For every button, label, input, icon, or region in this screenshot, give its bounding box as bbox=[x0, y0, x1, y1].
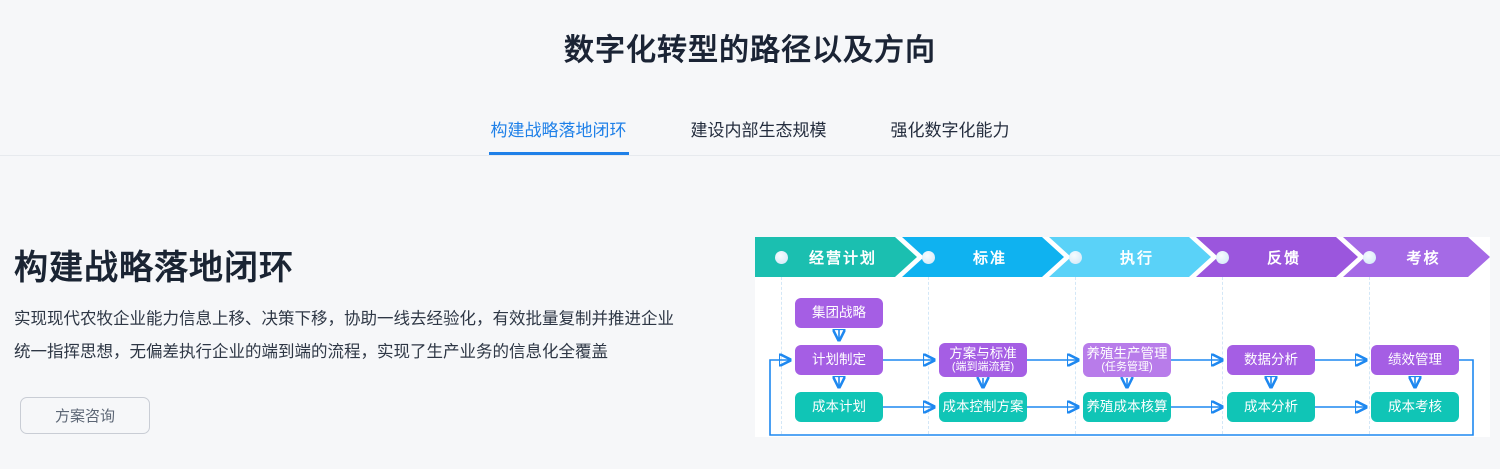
column-guide-line bbox=[928, 267, 929, 434]
flow-box-cost-analysis: 成本分析 bbox=[1227, 392, 1315, 422]
flow-box-label: 成本考核 bbox=[1388, 399, 1442, 415]
flow-box-cost-plan: 成本计划 bbox=[795, 392, 883, 422]
stage-label: 标准 bbox=[972, 249, 1007, 267]
flow-box-cost-control: 成本控制方案 bbox=[939, 392, 1027, 422]
column-guide-line bbox=[1369, 267, 1370, 434]
section-description: 实现现代农牧企业能力信息上移、决策下移，协助一线去经验化，有效批量复制并推进企业… bbox=[14, 303, 704, 369]
stage-label: 经营计划 bbox=[808, 249, 877, 267]
flow-box-breeding-cost: 养殖成本核算 bbox=[1083, 392, 1171, 422]
flow-box-label: 数据分析 bbox=[1244, 352, 1298, 368]
flow-box-sublabel: (任务管理) bbox=[1101, 361, 1153, 374]
flow-box-label: 集团战略 bbox=[812, 305, 866, 321]
stage-label: 反馈 bbox=[1266, 249, 1301, 267]
stage-chevron-plan: 经营计划 bbox=[755, 237, 917, 277]
flow-box-cost-assess: 成本考核 bbox=[1371, 392, 1459, 422]
flow-box-breeding-mgmt: 养殖生产管理(任务管理) bbox=[1083, 343, 1171, 377]
flow-box-sublabel: (端到端流程) bbox=[951, 361, 1015, 374]
tab-bar: 构建战略落地闭环 建设内部生态规模 强化数字化能力 bbox=[0, 110, 1500, 156]
flow-box-label: 成本分析 bbox=[1244, 399, 1298, 415]
stage-dot bbox=[775, 251, 788, 264]
flow-box-label: 成本控制方案 bbox=[942, 399, 1024, 415]
flow-box-label: 养殖生产管理 bbox=[1086, 345, 1168, 361]
tab-digital-capability[interactable]: 强化数字化能力 bbox=[890, 121, 1010, 140]
consult-button[interactable]: 方案咨询 bbox=[20, 397, 150, 434]
stage-dot bbox=[922, 251, 935, 264]
flow-box-group-strategy: 集团战略 bbox=[795, 298, 883, 328]
stage-dot bbox=[1216, 251, 1229, 264]
flow-arrows bbox=[769, 237, 1474, 436]
stage-dot bbox=[1069, 251, 1082, 264]
flow-box-scheme-standard: 方案与标准(端到端流程) bbox=[939, 343, 1027, 377]
flow-box-label: 养殖成本核算 bbox=[1086, 399, 1168, 415]
flow-box-label: 绩效管理 bbox=[1388, 352, 1442, 368]
stage-label: 考核 bbox=[1406, 249, 1441, 267]
flow-box-plan-making: 计划制定 bbox=[795, 345, 883, 375]
description-line: 实现现代农牧企业能力信息上移、决策下移，协助一线去经验化，有效批量复制并推进企业 bbox=[14, 310, 674, 328]
flow-diagram-panel: 经营计划 标准 执行 反馈 考核 集团战略 计划制定 成本计划 方案与标准(端到… bbox=[755, 237, 1490, 437]
tab-strategy-loop[interactable]: 构建战略落地闭环 bbox=[488, 110, 629, 156]
tab-internal-ecosystem[interactable]: 建设内部生态规模 bbox=[690, 121, 827, 140]
flow-box-data-analysis: 数据分析 bbox=[1227, 345, 1315, 375]
page-title: 数字化转型的路径以及方向 bbox=[564, 34, 936, 67]
flow-box-label: 计划制定 bbox=[812, 352, 866, 368]
flow-box-label: 方案与标准 bbox=[949, 345, 1017, 361]
flow-box-performance: 绩效管理 bbox=[1371, 345, 1459, 375]
column-guide-line bbox=[1222, 267, 1223, 434]
tab-divider bbox=[0, 155, 1500, 156]
column-guide-line bbox=[1075, 267, 1076, 434]
description-line: 统一指挥思想，无偏差执行企业的端到端的流程，实现了生产业务的信息化全覆盖 bbox=[14, 343, 608, 361]
flow-box-label: 成本计划 bbox=[812, 399, 866, 415]
stage-chevron-assess: 考核 bbox=[1343, 237, 1490, 277]
stage-label: 执行 bbox=[1119, 249, 1154, 267]
column-guide-line bbox=[781, 267, 782, 434]
stage-dot bbox=[1363, 251, 1376, 264]
section-heading: 构建战略落地闭环 bbox=[14, 249, 294, 287]
